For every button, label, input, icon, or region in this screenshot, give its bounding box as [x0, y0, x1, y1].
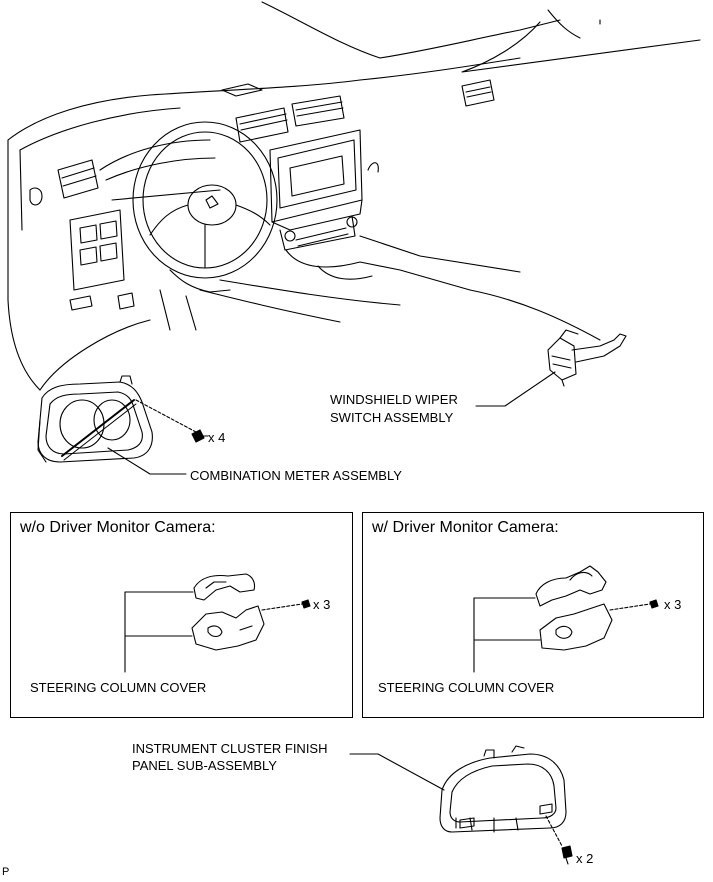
panel2-cover-upper — [535, 565, 607, 607]
corner-code: P — [2, 866, 10, 878]
finish-label-line1: INSTRUMENT CLUSTER FINISH — [132, 741, 328, 756]
panel2-qty: x 3 — [664, 597, 682, 612]
meter-label: COMBINATION METER ASSEMBLY — [190, 468, 402, 483]
panel-without-camera — [10, 512, 353, 718]
meter-screw-icon — [191, 429, 209, 443]
panel1-cover-lower — [191, 605, 265, 651]
panel1-screw-icon — [301, 599, 311, 609]
panel2-title: w/ Driver Monitor Camera: — [372, 519, 559, 536]
dashboard-illustration — [7, 1, 701, 391]
meter-qty: x 4 — [208, 430, 226, 445]
panel1-cover-upper — [193, 573, 256, 601]
panel-with-camera — [362, 512, 704, 718]
panel2-label: STEERING COLUMN COVER — [378, 680, 555, 695]
panel2-screw-icon — [649, 599, 659, 609]
panel1-qty: x 3 — [313, 597, 331, 612]
panel1-title: w/o Driver Monitor Camera: — [20, 519, 216, 536]
finish-label-line2: PANEL SUB-ASSEMBLY — [132, 758, 277, 773]
panel1-label: STEERING COLUMN COVER — [30, 680, 207, 695]
wiper-label-line1: WINDSHIELD WIPER — [330, 392, 458, 407]
combination-meter-assembly-drawing — [37, 375, 153, 463]
wiper-label-line2: SWITCH ASSEMBLY — [330, 410, 454, 425]
finish-panel-drawing — [439, 745, 567, 833]
finish-panel-screw-icon — [561, 845, 573, 865]
panel2-cover-lower — [539, 603, 613, 651]
wiper-switch-drawing — [547, 329, 627, 387]
finish-qty: x 2 — [576, 851, 594, 866]
